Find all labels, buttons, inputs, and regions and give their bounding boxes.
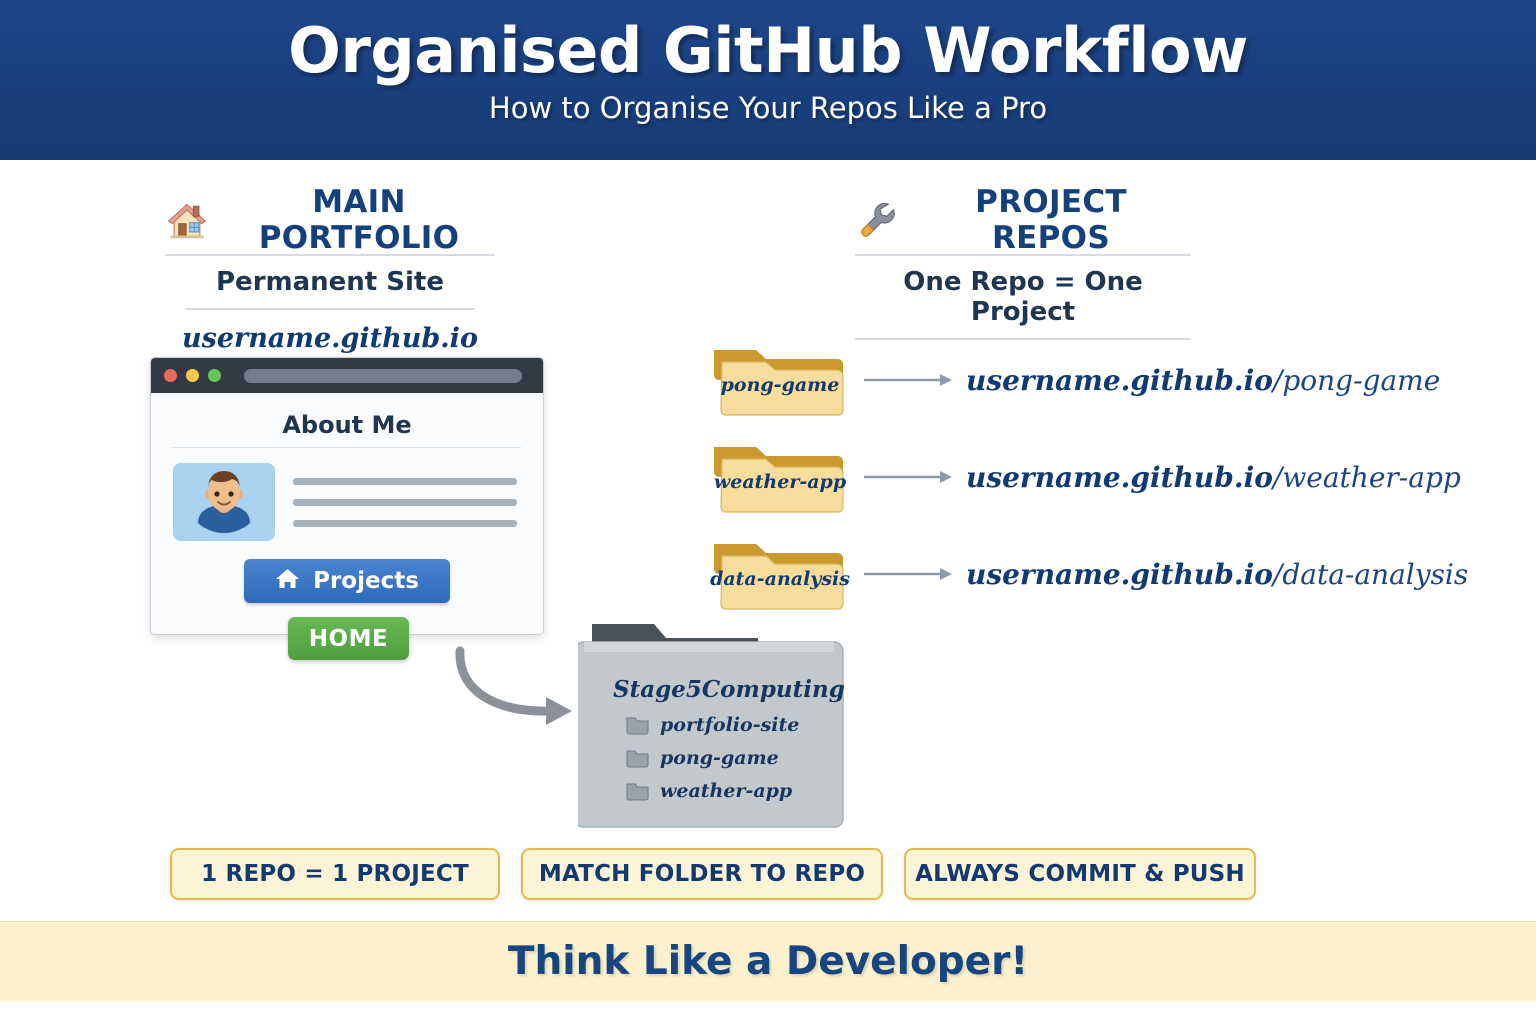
repo-url-path: /weather-app	[1272, 460, 1461, 494]
projects-button-label: Projects	[313, 568, 419, 594]
repo-row: pong-game username.github.io/pong-game	[708, 340, 1440, 420]
folder-icon	[626, 750, 649, 768]
folder-tree-item[interactable]: pong-game	[626, 747, 842, 769]
maximize-traffic-light-icon[interactable]	[208, 369, 221, 382]
house-icon	[165, 198, 209, 242]
folder-tree-item-label: pong-game	[660, 747, 779, 769]
placeholder-line	[293, 477, 517, 485]
about-divider	[173, 447, 521, 448]
placeholder-line	[293, 519, 517, 527]
address-bar[interactable]	[244, 368, 522, 383]
repo-url: username.github.io/pong-game	[966, 364, 1440, 397]
folder-tree-item[interactable]: portfolio-site	[626, 714, 842, 736]
folder-icon	[626, 783, 649, 801]
tip-badge-label: 1 REPO = 1 PROJECT	[201, 861, 469, 887]
local-folder-illustration: Stage5Computing portfolio-site pong-game…	[578, 620, 845, 832]
browser-content: About Me	[151, 393, 543, 603]
repo-url-path: /pong-game	[1272, 363, 1441, 397]
footer-slogan: Think Like a Developer!	[507, 939, 1029, 984]
main-portfolio-subtitle: Permanent Site	[216, 267, 444, 297]
project-repos-subtitle: One Repo = One Project	[903, 267, 1143, 327]
portfolio-browser-mockup: About Me	[150, 357, 544, 635]
home-badge-label: HOME	[308, 625, 389, 652]
tip-badge-commit-push[interactable]: ALWAYS COMMIT & PUSH	[904, 848, 1256, 900]
close-traffic-light-icon[interactable]	[164, 369, 177, 382]
about-me-heading: About Me	[282, 411, 412, 439]
repo-url: username.github.io/weather-app	[966, 461, 1461, 494]
folder-tree-item[interactable]: weather-app	[626, 780, 842, 802]
minimize-traffic-light-icon[interactable]	[186, 369, 199, 382]
main-portfolio-url: username.github.io	[182, 323, 478, 354]
repo-url-path: /data-analysis	[1272, 557, 1469, 591]
repo-url-base: username.github.io	[966, 363, 1273, 397]
tip-badge-one-repo[interactable]: 1 REPO = 1 PROJECT	[170, 848, 500, 900]
avatar	[173, 463, 275, 541]
projects-button[interactable]: Projects	[244, 559, 450, 603]
folder-icon	[626, 717, 649, 735]
project-repos-label: PROJECT REPOS	[975, 184, 1127, 256]
page-subtitle: How to Organise Your Repos Like a Pro	[488, 91, 1048, 126]
repo-row: weather-app username.github.io/weather-a…	[708, 437, 1461, 517]
main-portfolio-title-row: MAIN PORTFOLIO	[165, 184, 495, 256]
page-header: Organised GitHub Workflow How to Organis…	[0, 0, 1536, 160]
tips-badge-row: 1 REPO = 1 PROJECT MATCH FOLDER TO REPO …	[170, 848, 1266, 900]
project-repos-title-row: PROJECT REPOS	[855, 184, 1191, 256]
curved-arrow-icon	[455, 646, 572, 725]
project-repos-column-header: PROJECT REPOS One Repo = One Project	[855, 184, 1191, 340]
arrow-icon	[864, 374, 952, 386]
text-placeholder-lines	[293, 477, 521, 527]
tip-badge-match-folder[interactable]: MATCH FOLDER TO REPO	[521, 848, 883, 900]
local-folder-tree: Stage5Computing portfolio-site pong-game…	[602, 676, 845, 813]
divider-left-1	[165, 254, 495, 256]
tip-badge-label: ALWAYS COMMIT & PUSH	[915, 861, 1245, 887]
repo-folder-icon[interactable]: data-analysis	[708, 534, 856, 614]
arrow-icon	[864, 568, 952, 580]
wrench-icon	[855, 199, 897, 241]
repo-folder-icon[interactable]: pong-game	[708, 340, 856, 420]
divider-left-2	[185, 308, 475, 310]
folder-tree-root[interactable]: Stage5Computing	[602, 676, 845, 703]
divider-right-2	[855, 338, 1191, 340]
repo-url-base: username.github.io	[966, 460, 1273, 494]
folder-tree-item-label: weather-app	[660, 780, 793, 802]
page-title: Organised GitHub Workflow	[288, 14, 1248, 87]
home-badge[interactable]: HOME	[288, 617, 409, 660]
repo-folder-icon[interactable]: weather-app	[708, 437, 856, 517]
repo-row: data-analysis username.github.io/data-an…	[708, 534, 1468, 614]
arrow-icon	[864, 471, 952, 483]
folder-tree-item-label: portfolio-site	[660, 714, 800, 736]
browser-title-bar	[151, 358, 543, 393]
main-portfolio-column-header: MAIN PORTFOLIO Permanent Site username.g…	[165, 184, 495, 354]
tip-badge-label: MATCH FOLDER TO REPO	[538, 861, 866, 887]
about-content-row	[173, 463, 521, 541]
placeholder-line	[293, 498, 517, 506]
folder-tree-root-label: Stage5Computing	[613, 676, 845, 703]
repo-url-base: username.github.io	[966, 557, 1273, 591]
page-footer: Think Like a Developer!	[0, 921, 1536, 1001]
repo-url: username.github.io/data-analysis	[966, 558, 1468, 591]
home-icon	[275, 567, 300, 595]
divider-right-1	[855, 254, 1191, 256]
main-portfolio-label: MAIN PORTFOLIO	[258, 184, 460, 256]
